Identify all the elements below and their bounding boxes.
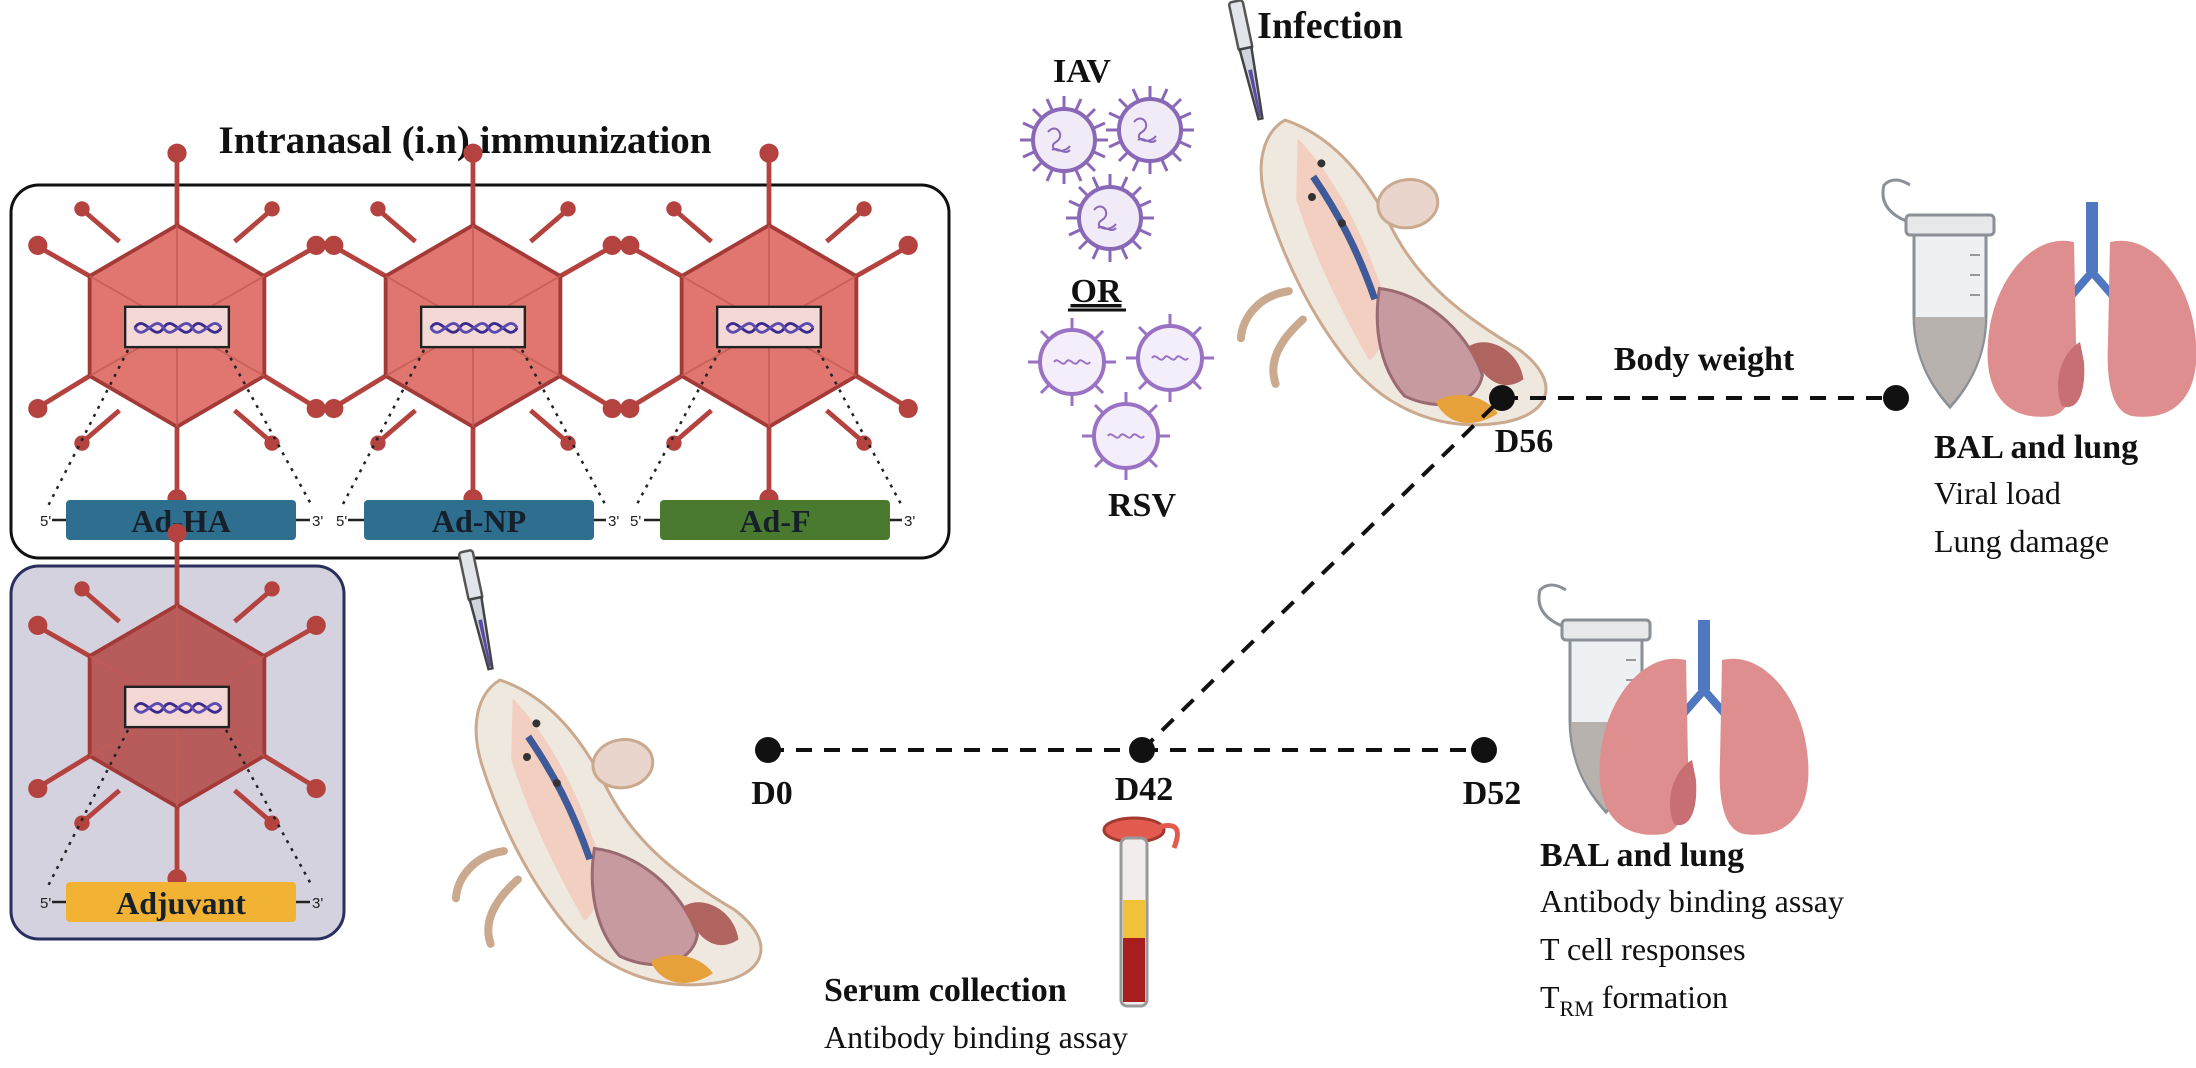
timeline bbox=[768, 396, 1896, 752]
immunization-mouse-icon bbox=[427, 649, 765, 1017]
body-weight-label: Body weight bbox=[1614, 341, 1795, 378]
d52-readout-title: BAL and lung bbox=[1540, 837, 1744, 874]
d0-marker bbox=[755, 737, 781, 763]
blood-tube-icon bbox=[1102, 816, 1180, 1008]
d56-readout-title: BAL and lung bbox=[1934, 429, 2138, 466]
infection-title: Infection bbox=[1257, 5, 1403, 47]
three-prime-label: 3' bbox=[608, 513, 619, 530]
adjuvant-label-box bbox=[66, 882, 296, 922]
three-prime-label: 3' bbox=[312, 895, 323, 912]
d56-lung-icon bbox=[1988, 202, 2196, 417]
d56-marker bbox=[1489, 385, 1515, 411]
rsv-virus-icon bbox=[1026, 312, 1216, 482]
ad-np-label-box bbox=[364, 500, 594, 540]
d52-marker bbox=[1471, 737, 1497, 763]
d56-bal-tube-icon bbox=[1881, 178, 1996, 409]
or-label: OR bbox=[1071, 273, 1122, 310]
trm-formation-line: TRM formation bbox=[1540, 979, 1728, 1021]
three-prime-label: 3' bbox=[904, 513, 915, 530]
ad-f-label-box bbox=[660, 500, 890, 540]
rsv-label: RSV bbox=[1108, 487, 1176, 524]
d56-readout-line: Lung damage bbox=[1934, 523, 2109, 559]
d56-label: D56 bbox=[1495, 423, 1554, 460]
five-prime-label: 5' bbox=[630, 513, 641, 530]
five-prime-label: 5' bbox=[336, 513, 347, 530]
d56-readout-line: Viral load bbox=[1934, 475, 2061, 511]
d42-marker bbox=[1129, 737, 1155, 763]
d42-label: D42 bbox=[1115, 771, 1174, 808]
five-prime-label: 5' bbox=[40, 895, 51, 912]
serum-assay: Antibody binding assay bbox=[824, 1019, 1128, 1055]
immunization-pipette-icon bbox=[457, 548, 498, 672]
d52-label: D52 bbox=[1463, 775, 1522, 812]
iav-label: IAV bbox=[1053, 53, 1111, 90]
d0-label: D0 bbox=[751, 775, 793, 812]
iav-virus-icon bbox=[1018, 84, 1196, 264]
ad-np-label: Ad-NP bbox=[432, 503, 526, 539]
five-prime-label: 5' bbox=[40, 513, 51, 530]
ad-ha-label-box bbox=[66, 500, 296, 540]
d52-readout-line: Antibody binding assay bbox=[1540, 883, 1844, 919]
three-prime-label: 3' bbox=[312, 513, 323, 530]
adjuvant-label: Adjuvant bbox=[116, 885, 246, 921]
ad-f-label: Ad-F bbox=[739, 503, 810, 539]
d52-readout-line: T cell responses bbox=[1540, 931, 1746, 967]
serum-title: Serum collection bbox=[824, 972, 1067, 1009]
endpoint-marker bbox=[1883, 385, 1909, 411]
